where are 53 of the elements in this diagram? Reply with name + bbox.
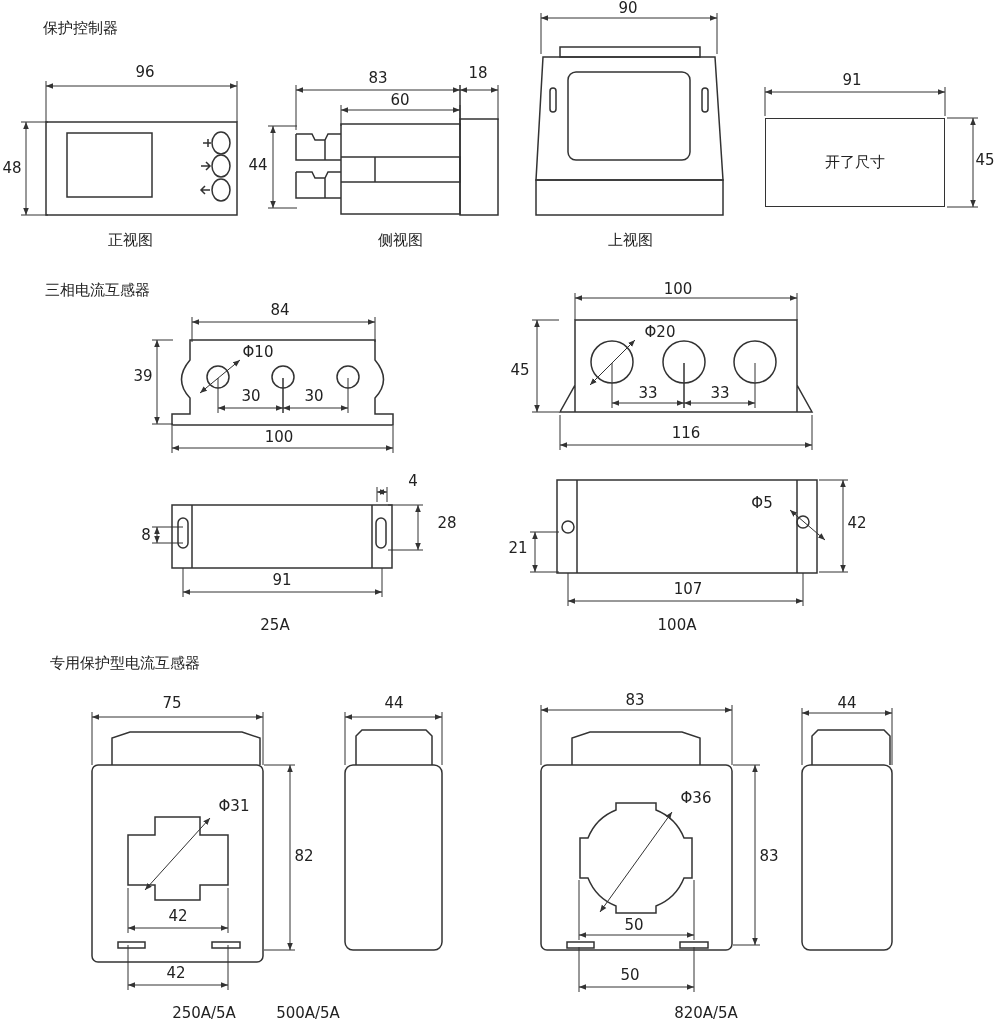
dimension-text: 45 <box>975 151 995 169</box>
dimension-text: 42 <box>166 964 186 982</box>
dimension-text: 82 <box>294 847 314 865</box>
dimension-text: 21 <box>508 539 528 557</box>
rating-text: 500A/5A <box>276 1004 340 1022</box>
dimension-text: Φ31 <box>218 797 250 815</box>
dimension-text: 83 <box>759 847 779 865</box>
dimension-text: 18 <box>468 64 488 82</box>
dimension-text: 48 <box>2 159 22 177</box>
dimension-text: 44 <box>384 694 404 712</box>
dimension-text: 83 <box>368 69 388 87</box>
rating-text: 250A/5A <box>172 1004 236 1022</box>
dimension-text: Φ5 <box>751 494 773 512</box>
section-heading: 专用保护型电流互感器 <box>50 654 200 672</box>
dimension-text: Φ20 <box>644 323 676 341</box>
dimension-text: 50 <box>624 916 644 934</box>
dimension-text: 90 <box>618 0 638 17</box>
dimension-text: 39 <box>133 367 153 385</box>
dimension-text: Φ10 <box>242 343 274 361</box>
rating-text: 100A <box>657 616 697 634</box>
dimension-text: 42 <box>847 514 867 532</box>
dimension-text: 30 <box>241 387 261 405</box>
dimension-text: 42 <box>168 907 188 925</box>
dimension-text: 45 <box>510 361 530 379</box>
dimension-text: 4 <box>408 472 418 490</box>
dimension-text: 33 <box>638 384 658 402</box>
dimension-text: 28 <box>437 514 457 532</box>
view-caption: 侧视图 <box>377 231 423 249</box>
dimension-text: 91 <box>272 571 292 589</box>
view-caption: 上视图 <box>607 231 653 249</box>
view-caption: 正视图 <box>107 231 153 249</box>
section-heading: 保护控制器 <box>42 19 118 37</box>
dimension-text: 107 <box>673 580 703 598</box>
dimension-text: 44 <box>248 156 268 174</box>
rating-text: 25A <box>260 616 290 634</box>
dimension-text: 44 <box>837 694 857 712</box>
dimension-text: 91 <box>842 71 862 89</box>
dimension-text: 116 <box>671 424 701 442</box>
dimension-text: 96 <box>135 63 155 81</box>
section-heading: 三相电流互感器 <box>44 281 150 299</box>
dimension-text: 8 <box>141 526 151 544</box>
rating-text: 820A/5A <box>674 1004 738 1022</box>
dimension-text: 100 <box>663 280 693 298</box>
dimension-text: 33 <box>710 384 730 402</box>
dimension-text: 100 <box>264 428 294 446</box>
dimension-text: 30 <box>304 387 324 405</box>
dimension-text: Φ36 <box>680 789 712 807</box>
cutout-box: 开了尺寸 <box>765 118 945 207</box>
dimension-text: 50 <box>620 966 640 984</box>
dimension-text: 60 <box>390 91 410 109</box>
dimension-text: 83 <box>625 691 645 709</box>
dimension-text: 84 <box>270 301 290 319</box>
dimension-text: 75 <box>162 694 182 712</box>
